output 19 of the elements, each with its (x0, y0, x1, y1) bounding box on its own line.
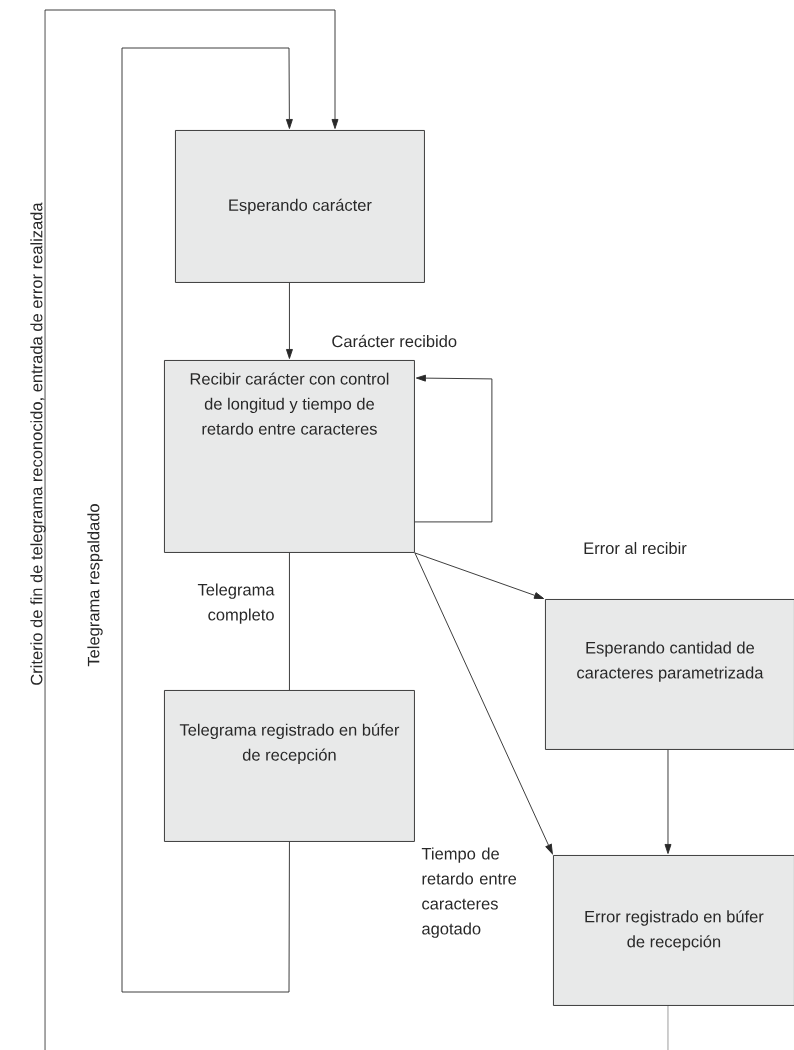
arrow (414, 552, 553, 855)
arrow (414, 374, 493, 523)
state-box: Telegrama registrado en búfer de recepción (164, 690, 415, 842)
state-box: Recibir carácter con control de longitud y tiempo de retardo entre caracteres (164, 360, 415, 553)
edge-label: Telegrama respaldado (87, 504, 103, 667)
state-box: Esperando carácter (175, 130, 425, 283)
edge-label: Criterio de fin de telegrama reconocido, entrada de error realizada (30, 202, 46, 685)
state-box: Error registrado en búfer de recepción (553, 855, 794, 1006)
edge-label: Carácter recibido (332, 334, 457, 348)
arrow (664, 749, 672, 854)
arrow (286, 282, 293, 359)
edge-label: Telegrama completo (197, 583, 275, 624)
state-box: Esperando cantidad de caracteres parametrizada (545, 599, 794, 750)
arrow (44, 9, 339, 1050)
arrow (414, 552, 545, 599)
edge-label: Error al recibir (584, 541, 687, 555)
edge-label: Tiempo de retardo entre caracteres agotado (421, 847, 517, 938)
connector-line (289, 552, 290, 691)
arrow (121, 47, 293, 993)
